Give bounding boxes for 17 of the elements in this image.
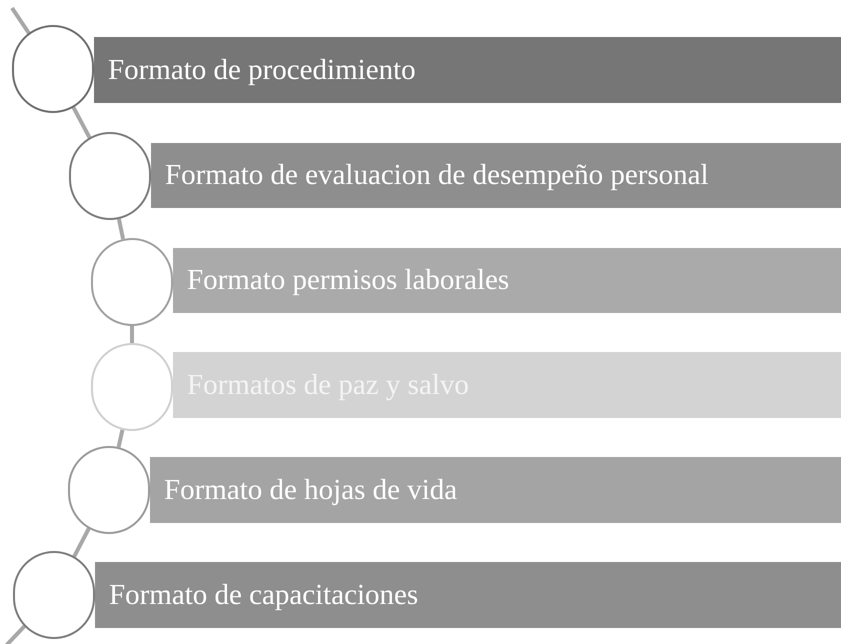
list-bar <box>151 143 841 208</box>
item-label: Formato de procedimiento <box>108 52 416 88</box>
item-label: Formato de hojas de vida <box>164 472 458 508</box>
item-label: Formato de evaluacion de desempeño personal <box>165 158 709 194</box>
list-bar <box>150 457 841 523</box>
list-bar <box>94 37 841 103</box>
connector-line <box>72 527 91 558</box>
list-bar <box>95 562 841 628</box>
item-label: Formato de capacitaciones <box>109 578 418 613</box>
connector-line <box>116 218 126 240</box>
connector-line <box>116 429 124 448</box>
connector-line <box>130 326 134 343</box>
list-bar <box>173 248 841 313</box>
list-bar <box>173 352 841 418</box>
item-label: Formato permisos laborales <box>187 263 510 298</box>
connector-line <box>72 106 92 139</box>
connector-line <box>10 6 31 34</box>
